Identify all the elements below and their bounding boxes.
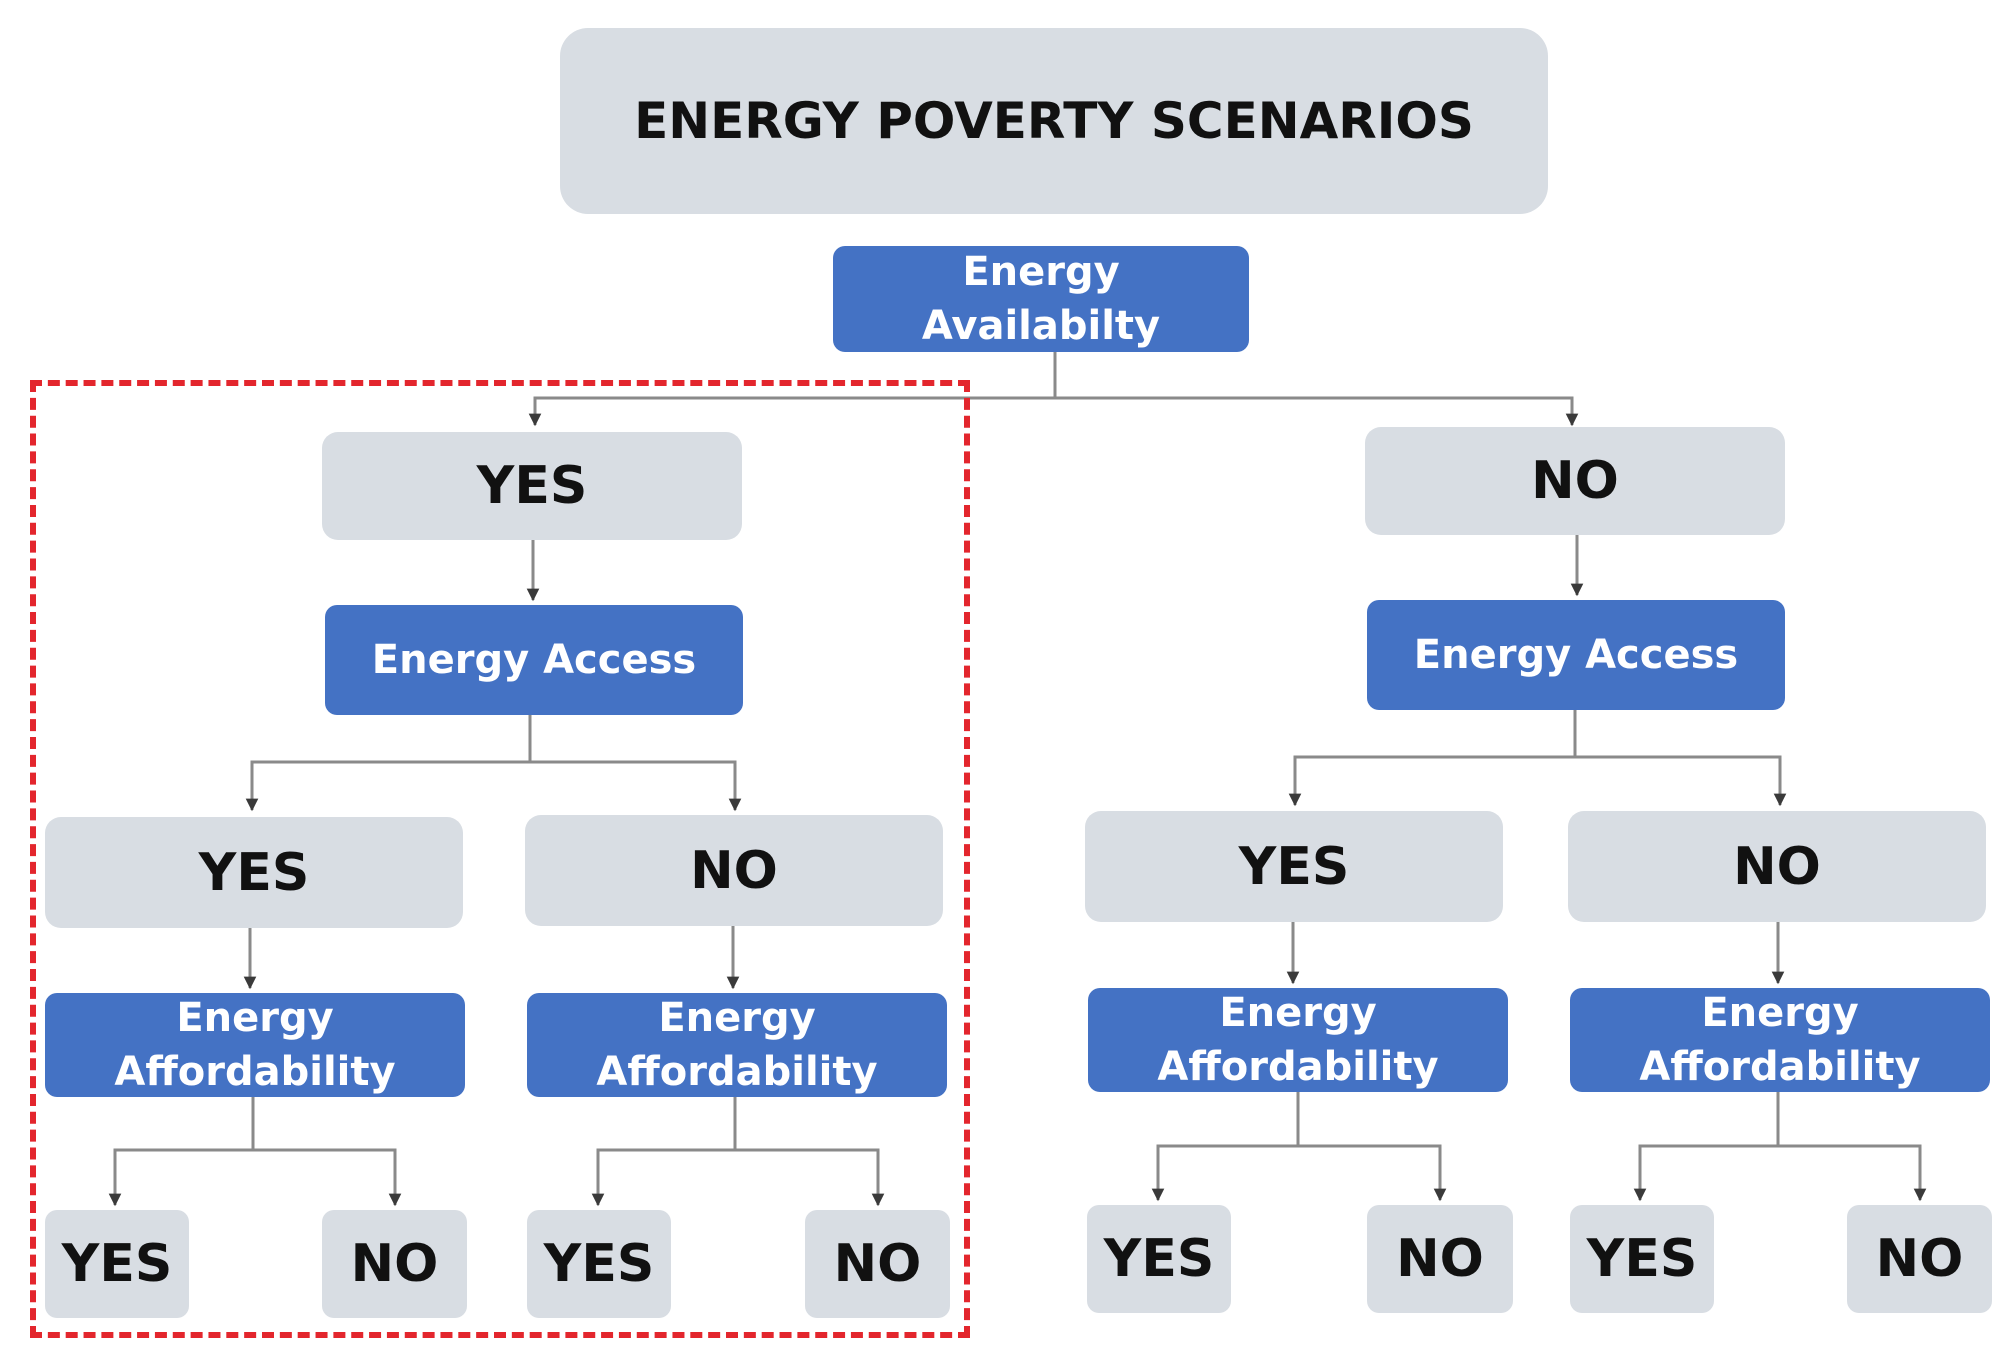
access-yes-node-right: YES: [1085, 811, 1503, 922]
access-no-node-right: NO: [1568, 811, 1986, 922]
connector-c-leaves: [1151, 1092, 1300, 1202]
connector-d-leaves: [1633, 1092, 1780, 1202]
connector-right-access-split-b: [1575, 755, 1787, 807]
leaf-c-yes: YES: [1087, 1205, 1231, 1313]
energy-access-node-left: Energy Access: [325, 605, 743, 715]
highlight-frame: [30, 380, 970, 1338]
energy-affordability-node-a: Energy Affordability: [45, 993, 465, 1097]
energy-affordability-node-c: Energy Affordability: [1088, 988, 1508, 1092]
energy-affordability-node-d: Energy Affordability: [1570, 988, 1990, 1092]
connector-left-access-split: [245, 715, 532, 812]
access-no-node-left: NO: [525, 815, 943, 926]
connector-root-yes: [528, 352, 1057, 427]
leaf-b-no: NO: [805, 1210, 950, 1318]
energy-access-node-right: Energy Access: [1367, 600, 1785, 710]
availability-yes-node: YES: [322, 432, 742, 540]
diagram-title: ENERGY POVERTY SCENARIOS: [560, 28, 1548, 214]
connector-right-access-split: [1288, 710, 1577, 807]
connector-b-leaves: [591, 1097, 737, 1207]
connector-c-leaves-b: [1298, 1144, 1447, 1202]
leaf-c-no: NO: [1367, 1205, 1513, 1313]
energy-availability-node: Energy Availabilty: [833, 246, 1249, 352]
leaf-d-no: NO: [1847, 1205, 1992, 1313]
connector-root-no: [1055, 396, 1579, 427]
connector-left-access-split-b: [530, 760, 742, 812]
leaf-b-yes: YES: [527, 1210, 671, 1318]
connector-a-leaves-b: [253, 1148, 402, 1207]
leaf-d-yes: YES: [1570, 1205, 1714, 1313]
leaf-a-yes: YES: [45, 1210, 189, 1318]
availability-no-node: NO: [1365, 427, 1785, 535]
connector-b-leaves-b: [735, 1148, 885, 1207]
access-yes-node-left: YES: [45, 817, 463, 928]
connector-d-leaves-b: [1778, 1144, 1927, 1202]
connector-a-leaves: [108, 1097, 255, 1207]
leaf-a-no: NO: [322, 1210, 467, 1318]
energy-affordability-node-b: Energy Affordability: [527, 993, 947, 1097]
